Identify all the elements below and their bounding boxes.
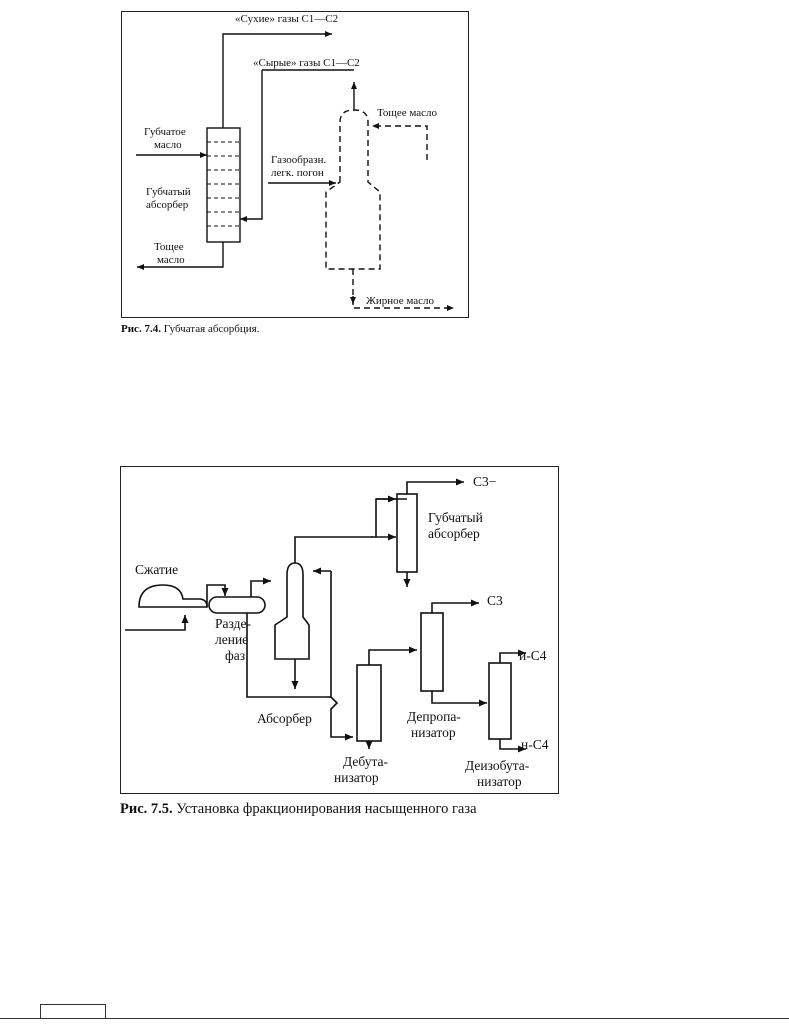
separation-label-line1: Разде- [215,616,251,631]
c3-label: С3 [487,593,503,608]
deisobutanizer-label-line1: Деизобута- [465,758,530,773]
debutanizer-label-line1: Дебута- [343,754,389,769]
sponge-absorber-label-line2: абсорбер [428,526,480,541]
figure-7-5-panel: С3− Губчатый абсорбер Сжатие С3 Разде- л… [120,466,559,794]
figure-7-4-panel: «Сухие» газы С1—С2 «Сырые» газы С1—С2 То… [121,11,469,318]
absorber-label: Абсорбер [257,711,312,726]
normal-c4-label: н-С4 [521,737,549,752]
sponge-absorber-label-line1: Губчатый [428,510,483,525]
page-footer-tab [40,1004,106,1019]
figure-7-4-caption: Рис. 7.4. Губчатая абсорбция. [121,323,259,335]
debutanizer-column [356,664,382,742]
figure-7-5-caption: Рис. 7.5. Установка фракционирования нас… [120,801,477,818]
sponge-absorber-label-line1: Губчатый [146,186,191,198]
depropanizer-column [420,612,444,692]
raw-gas-to-sponge [240,70,263,222]
lean-oil-right-label: Тощее масло [377,107,438,119]
figure-7-4-caption-text: Губчатая абсорбция. [163,323,260,335]
figure-7-5-caption-text: Установка фракционирования насыщенного г… [176,801,477,817]
lean-oil-left-label-line2: масло [157,254,185,266]
depropanizer-label-line2: низатор [411,725,456,740]
rich-oil-outlet [352,269,454,311]
sponge-oil-label-line2: масло [154,139,182,151]
separation-label-line3: фаз [225,648,246,663]
c3-minus-label: С3− [473,474,497,489]
sponge-oil-label-line1: Губчатое [144,126,186,138]
figure-7-5-caption-number: Рис. 7.5. [120,801,173,817]
main-absorber-column [325,109,381,270]
depropanizer-label-line1: Депропа- [407,709,461,724]
gaseous-feed-label-line1: Газообразн. [271,154,327,166]
absorber-trays [207,141,240,227]
raw-gas-label: «Сырые» газы С1—С2 [253,57,360,69]
phase-separator-drum [208,596,266,614]
dry-gas-line [222,31,332,128]
gas-fractionation-diagram [125,478,526,753]
sponge-absorber-column [396,493,418,573]
separation-label-line2: ление [215,632,249,647]
absorber-column [274,562,310,660]
lean-oil-left-label-line1: Тощее [154,241,184,253]
sponge-absorber-label-line2: абсорбер [146,199,189,211]
figure-7-4-caption-number: Рис. 7.4. [121,323,161,335]
lean-oil-outlet [137,242,224,270]
iso-c4-label: и-С4 [519,648,547,663]
compression-label: Сжатие [135,562,179,577]
page-footer-line [0,1018,789,1019]
dry-gas-label: «Сухие» газы С1—С2 [235,13,339,25]
compressor-shape [138,584,208,608]
rich-oil-label: Жирное масло [366,295,435,307]
debutanizer-label-line2: низатор [334,770,379,785]
sponge-absorber-column [206,127,241,243]
deisobutanizer-column [488,662,512,740]
sponge-absorption-diagram [136,31,454,311]
lean-oil-to-absorber [372,123,428,160]
deisobutanizer-label-line2: низатор [477,774,522,789]
gaseous-feed-label-line2: легк. погон [271,167,324,179]
